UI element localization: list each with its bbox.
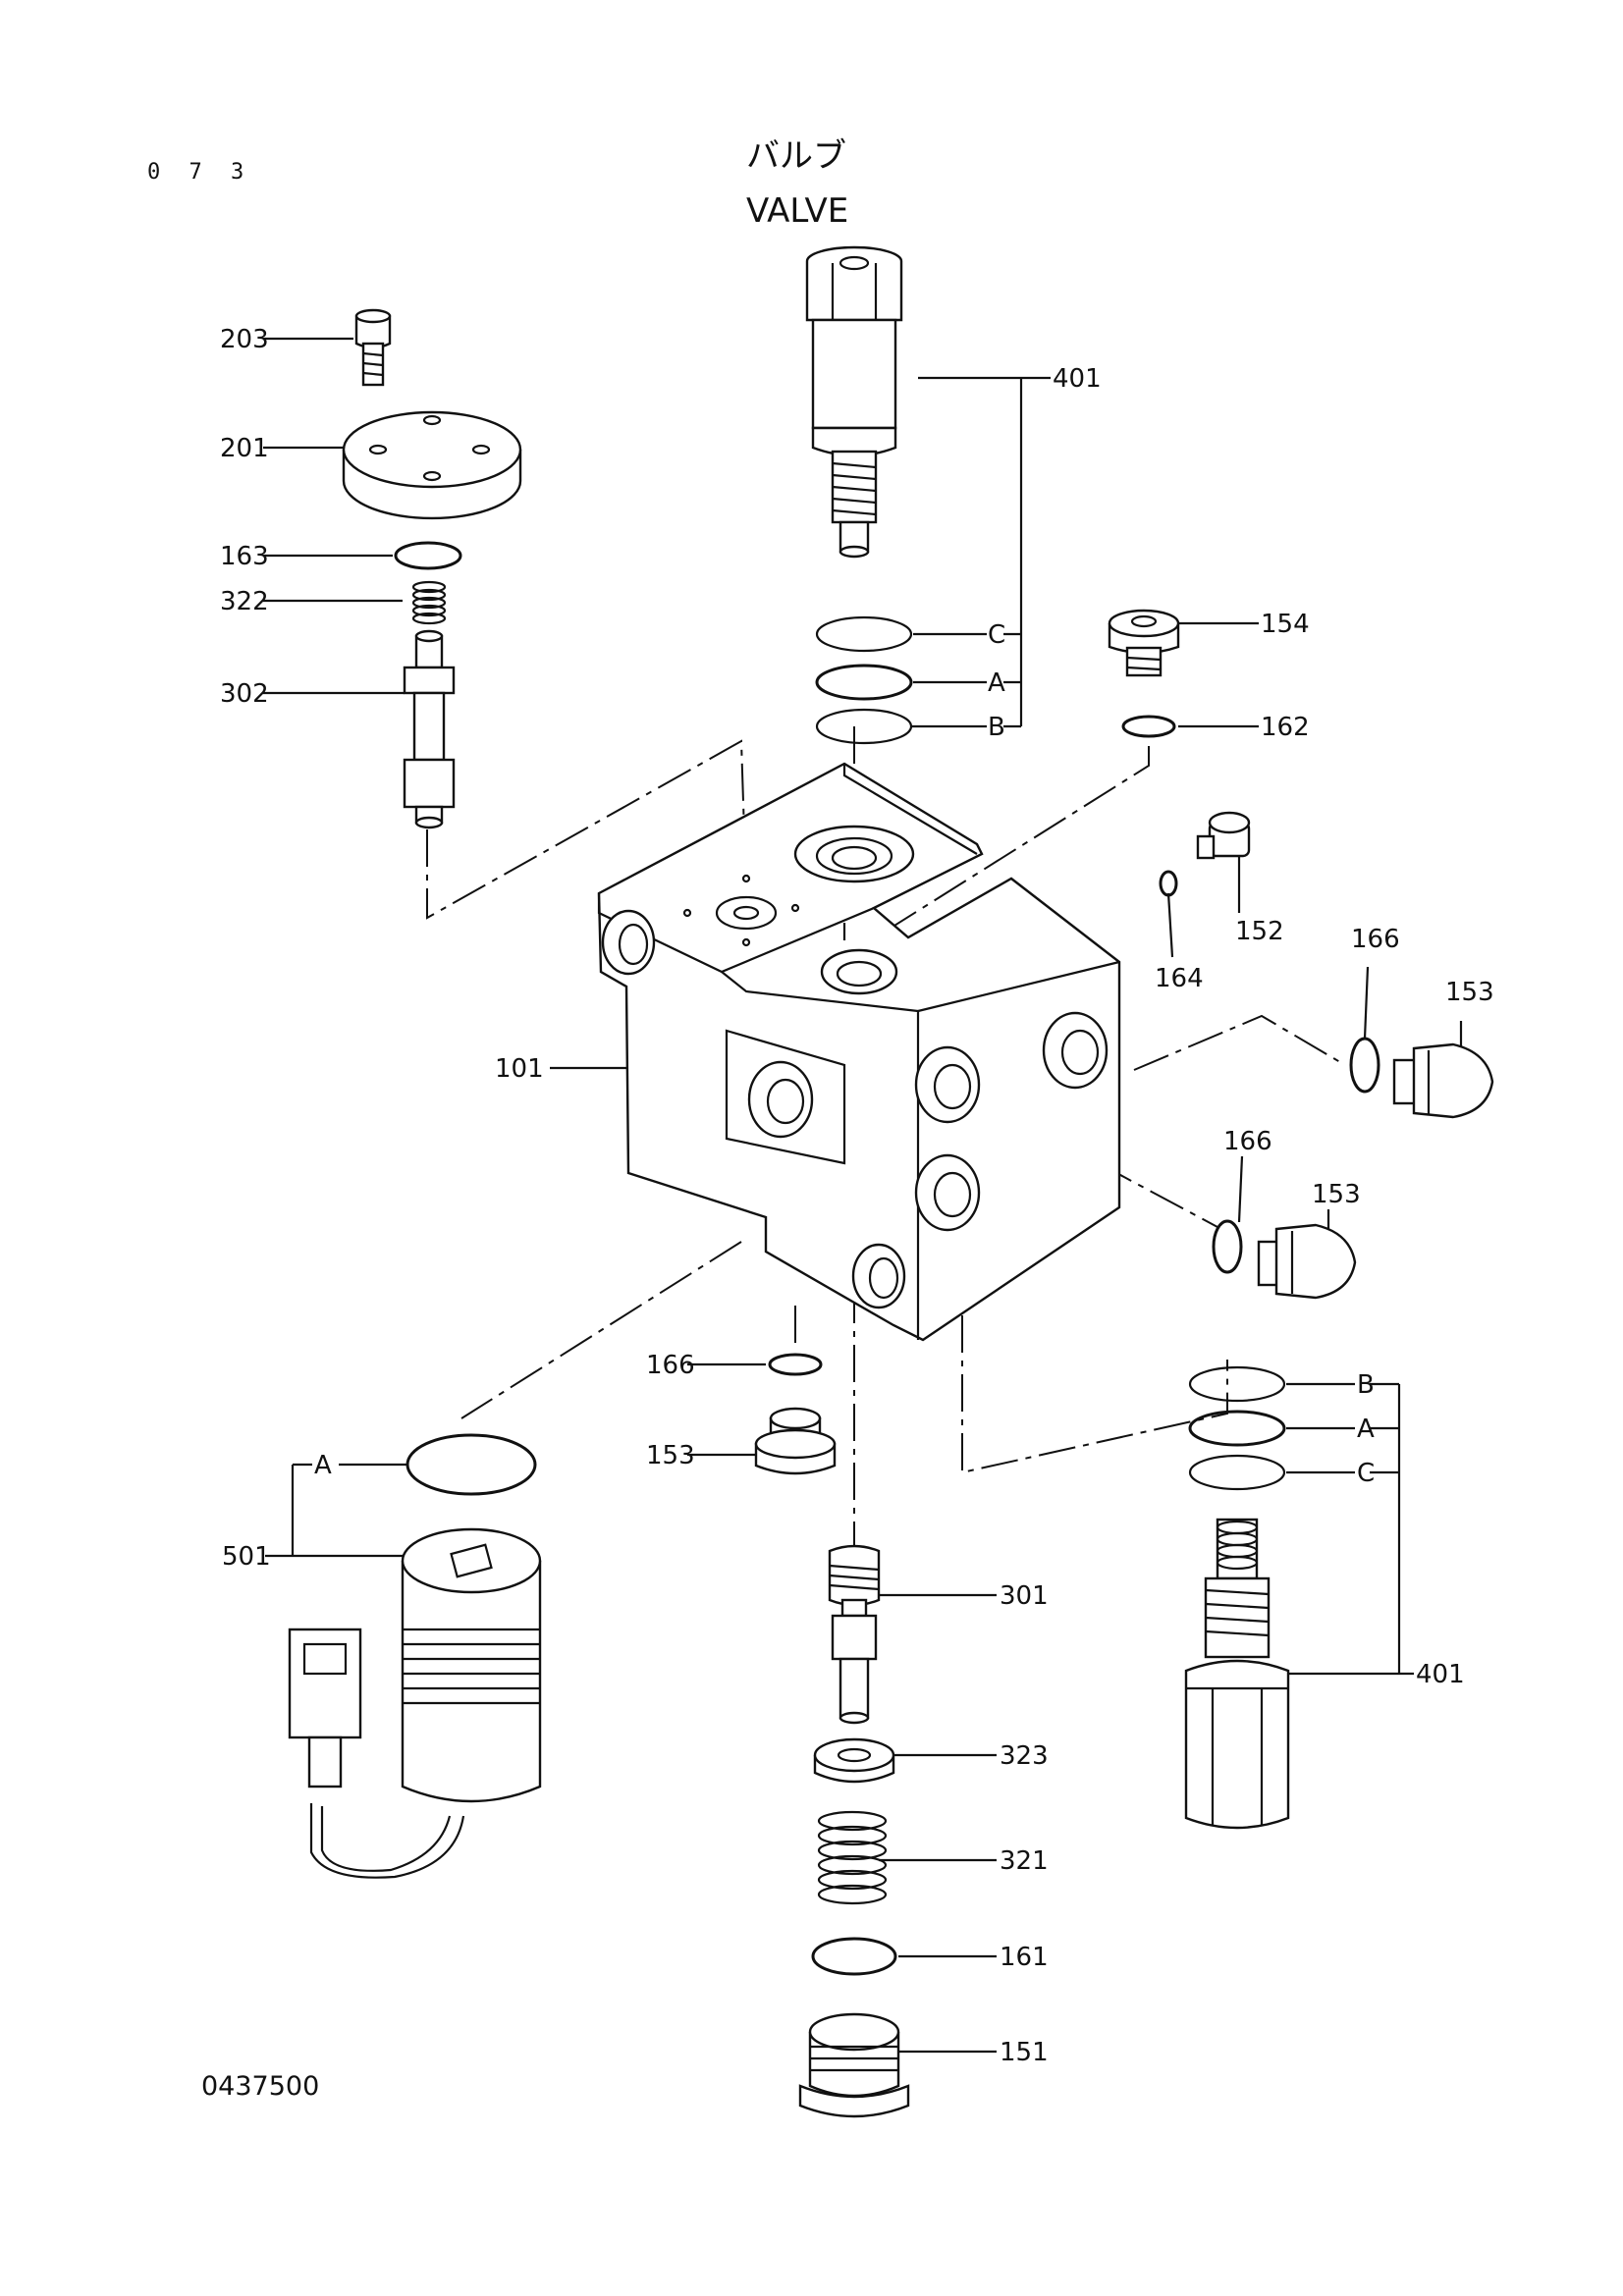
callout-153-upper: 153	[1445, 978, 1494, 1007]
callout-401-top: 401	[1053, 364, 1102, 394]
o-ring-161	[811, 1937, 897, 1976]
callout-401-bottom: 401	[1416, 1660, 1465, 1689]
spool-301	[828, 1544, 881, 1725]
rings-top	[815, 615, 913, 745]
relief-valve-401-bottom	[1184, 1518, 1290, 1830]
title-english: VALVE	[746, 191, 849, 231]
callout-322: 322	[220, 587, 269, 616]
callout-ring-A-bottom: A	[1357, 1415, 1375, 1444]
o-ring-162	[1121, 715, 1176, 738]
callout-501: 501	[222, 1542, 271, 1572]
plug-151	[798, 2012, 910, 2118]
cover-plate-201	[342, 410, 522, 520]
o-ring-166-bottom	[768, 1353, 823, 1376]
spool-302	[403, 629, 456, 829]
callout-164: 164	[1155, 964, 1204, 993]
page-number: 0 7 3	[147, 160, 252, 185]
callout-ring-C-top: C	[988, 620, 1006, 650]
callout-151: 151	[1000, 2038, 1049, 2067]
plug-154	[1108, 609, 1180, 677]
callout-203: 203	[220, 325, 269, 354]
callout-321: 321	[1000, 1846, 1049, 1876]
callout-161: 161	[1000, 1943, 1049, 1972]
assembly-center-lines	[426, 726, 1346, 1575]
plug-153-bottom	[754, 1407, 837, 1475]
callout-323: 323	[1000, 1741, 1049, 1771]
retainer-323	[813, 1737, 895, 1784]
o-ring-163	[394, 541, 462, 570]
o-ring-164	[1159, 870, 1178, 897]
solenoid-501	[288, 1527, 542, 1879]
callout-166-bottom: 166	[646, 1351, 695, 1380]
callout-101: 101	[495, 1054, 544, 1084]
rings-bottom	[1188, 1365, 1286, 1491]
callout-ring-B-bottom: B	[1357, 1370, 1375, 1400]
callout-152: 152	[1235, 917, 1284, 946]
plug-152	[1196, 811, 1251, 860]
callout-153-bottom: 153	[646, 1441, 695, 1470]
screw-203	[354, 308, 392, 387]
callout-302: 302	[220, 679, 269, 709]
o-ring-166-upper	[1349, 1037, 1380, 1094]
callout-162: 162	[1261, 713, 1310, 742]
drawing-number: 0437500	[201, 2071, 320, 2102]
callout-ring-A-top: A	[988, 668, 1005, 698]
callout-ring-B-top: B	[988, 713, 1005, 742]
callout-301: 301	[1000, 1581, 1049, 1611]
callout-163: 163	[220, 542, 269, 571]
spring-321	[817, 1810, 888, 1905]
callout-153-lower: 153	[1312, 1180, 1361, 1209]
callout-201: 201	[220, 434, 269, 463]
callout-166-upper: 166	[1351, 925, 1400, 954]
callout-154: 154	[1261, 610, 1310, 639]
valve-body-101	[597, 762, 1121, 1342]
callout-ring-C-bottom: C	[1357, 1459, 1376, 1488]
relief-valve-401-top	[805, 245, 903, 559]
callout-501-A: A	[314, 1451, 332, 1480]
spring-322	[411, 580, 447, 625]
leader-lines	[263, 337, 1463, 2054]
o-ring-501-A	[406, 1433, 537, 1496]
o-ring-166-lower	[1212, 1219, 1243, 1274]
plug-153-lower	[1257, 1223, 1357, 1300]
plug-153-upper	[1392, 1042, 1494, 1119]
title-japanese: バルブ	[746, 136, 846, 176]
callout-166-lower: 166	[1223, 1127, 1272, 1156]
